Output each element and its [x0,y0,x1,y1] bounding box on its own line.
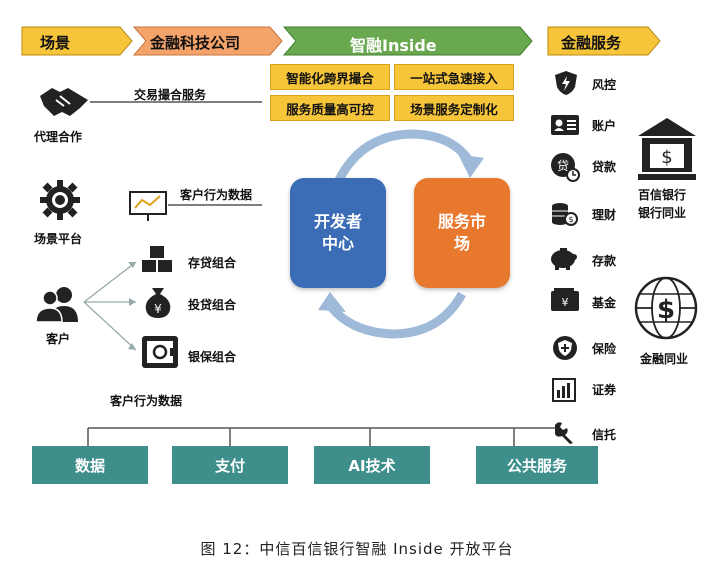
service-label: 贷款 [592,160,617,174]
service-market-box[interactable]: 服务市 场 [414,178,510,288]
svg-text:$: $ [657,295,675,325]
bottom-box-public-services[interactable]: 公共服务 [476,446,598,484]
customers-icon [35,287,78,323]
svg-text:$: $ [661,147,672,168]
id-card-icon [551,115,579,135]
piggy-bank-icon [551,248,577,270]
safe-icon [142,336,178,368]
feature-box: 场景服务定制化 [394,95,514,121]
feature-box: 智能化跨界撮合 [270,64,390,90]
finance-peers-label: 金融同业 [640,352,689,366]
header-inside-label: 智融Inside [350,36,437,55]
combo-label: 存贷组合 [188,256,237,270]
coin-stack-icon: $ [552,203,578,226]
service-label: 风控 [592,78,617,92]
stock-chart-icon [552,378,576,402]
fund-wallet-icon: ¥ [551,288,579,311]
feature-box: 一站式急速接入 [394,64,514,90]
bottom-box-ai[interactable]: AI技术 [314,446,430,484]
dollar-globe-icon: $ [634,276,698,340]
insurance-shield-icon [553,336,577,360]
header-finance-services-label: 金融服务 [561,34,622,52]
developer-center-box[interactable]: 开发者 中心 [290,178,386,288]
service-label: 保险 [592,342,617,356]
bank-building-icon: $ [638,118,696,180]
service-market-label: 服务市 场 [437,212,486,253]
loan-clock-icon: 贷 [551,153,580,182]
header-fintech-label: 金融科技公司 [150,34,241,52]
trade-match-label: 交易撮合服务 [134,88,207,102]
behavior-data-top-label: 客户行为数据 [180,188,253,202]
wrench-icon [555,422,573,444]
handshake-icon [40,88,88,116]
feature-box: 服务质量高可控 [270,95,390,121]
service-label: 基金 [592,296,617,310]
combo-label: 银保组合 [188,350,237,364]
header-banner [21,26,661,56]
inside-chevron [282,26,533,56]
bank-peers-label: 百信银行 银行同业 [638,188,687,220]
combo-label: 投贷组合 [188,298,237,312]
service-label: 理财 [592,208,617,222]
svg-text:贷: 贷 [557,159,569,173]
service-label: 存款 [592,254,617,268]
shield-bolt-icon [555,71,577,95]
bottom-box-payment[interactable]: 支付 [172,446,288,484]
svg-text:¥: ¥ [562,296,569,309]
service-label: 信托 [592,428,617,442]
header-scene-label: 场景 [40,34,71,52]
finance-services-chevron [547,26,661,56]
agent-label: 代理合作 [34,130,83,144]
developer-center-label: 开发者 中心 [313,212,362,253]
gear-globe-icon [40,180,80,220]
scene-platform-label: 场景平台 [34,232,83,246]
bottom-box-data[interactable]: 数据 [32,446,148,484]
service-label: 账户 [592,119,617,133]
behavior-data-bottom-label: 客户行为数据 [110,394,183,408]
blocks-icon [142,246,172,272]
money-bag-icon: ¥ [145,288,171,318]
service-label: 证券 [592,383,617,397]
customer-label: 客户 [46,332,71,346]
svg-text:$: $ [568,215,573,224]
fintech-chevron [132,26,283,56]
figure-caption: 图 12：中信百信银行智融 Inside 开放平台 [200,540,514,558]
presentation-chart-icon [129,191,167,221]
svg-text:¥: ¥ [154,302,162,316]
scene-chevron [21,26,133,56]
